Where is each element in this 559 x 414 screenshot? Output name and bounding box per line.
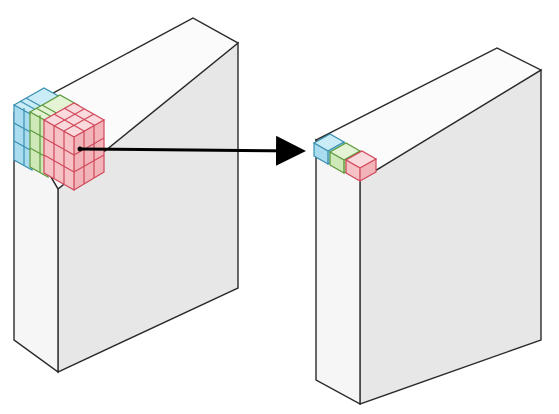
kernel-channel-blue [12,87,64,172]
output-pixel [312,133,378,183]
kernel-channel-red [42,102,106,192]
output-volume-front-face [315,138,361,406]
output-volume [314,47,543,406]
input-volume [13,17,240,374]
input-kernel [12,87,106,192]
mapping-arrow [79,135,306,166]
output-channel-red [344,150,378,183]
arrow-origin-dot [77,146,83,152]
